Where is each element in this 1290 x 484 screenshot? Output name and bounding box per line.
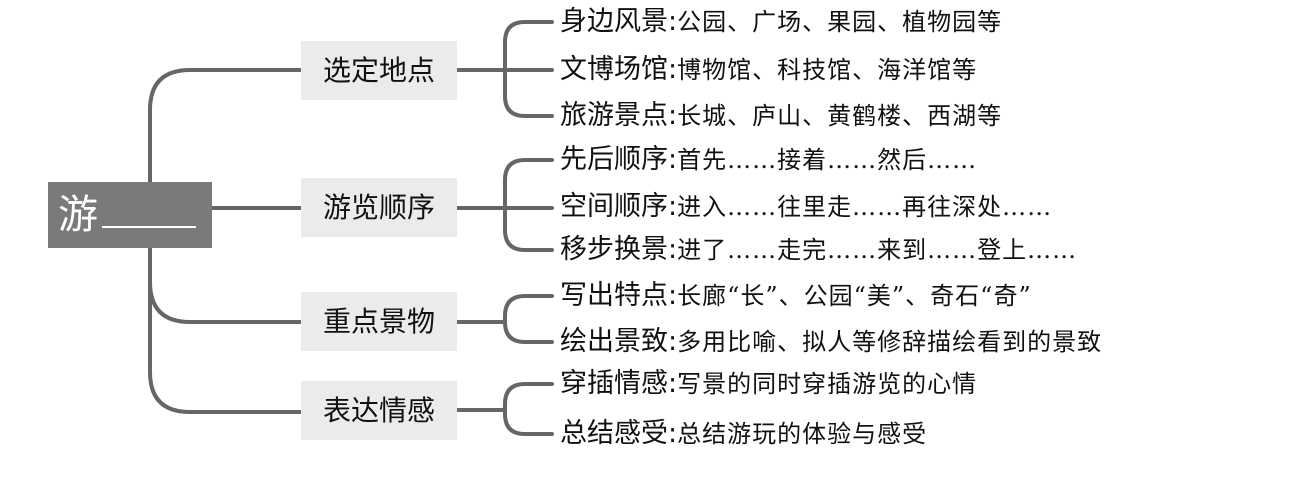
leaf-sequence-order: 先后顺序:首先……接着……然后……	[560, 144, 978, 175]
leaf-summarize-feelings: 总结感受:总结游玩的体验与感受	[560, 418, 928, 449]
leaf-desc: 进了……走完……来到……登上……	[677, 236, 1078, 264]
leaf-desc: 公园、广场、果园、植物园等	[677, 8, 1003, 36]
leaf-write-features: 写出特点:长廊“长”、公园“美”、奇石“奇”	[560, 280, 1032, 311]
leaf-label: 写出特点	[560, 280, 668, 311]
leaf-label: 穿插情感	[560, 368, 668, 399]
leaf-desc: 长廊“长”、公园“美”、奇石“奇”	[677, 282, 1032, 310]
leaf-desc: 多用比喻、拟人等修辞描绘看到的景致	[677, 328, 1103, 356]
root-label: 游	[58, 192, 98, 238]
leaf-desc: 首先……接着……然后……	[677, 146, 978, 174]
root-node: 游	[48, 182, 212, 248]
leaf-label: 绘出景致	[560, 326, 668, 357]
branch-express-feelings: 表达情感	[301, 381, 457, 440]
leaf-desc: 写景的同时穿插游览的心情	[677, 370, 978, 398]
leaf-moving-view: 移步换景:进了……走完……来到……登上……	[560, 234, 1078, 265]
leaf-label: 旅游景点	[560, 100, 668, 131]
branch-select-location: 选定地点	[301, 41, 457, 100]
leaf-label: 先后顺序	[560, 144, 668, 175]
leaf-desc: 进入……往里走……再往深处……	[677, 193, 1053, 221]
root-blank-line	[102, 198, 196, 228]
leaf-desc: 长城、庐山、黄鹤楼、西湖等	[677, 102, 1003, 130]
leaf-insert-feelings: 穿插情感:写景的同时穿插游览的心情	[560, 368, 978, 399]
leaf-nearby-scenery: 身边风景:公园、广场、果园、植物园等	[560, 6, 1003, 37]
leaf-label: 身边风景	[560, 6, 668, 37]
leaf-spatial-order: 空间顺序:进入……往里走……再往深处……	[560, 191, 1053, 222]
leaf-label: 移步换景	[560, 234, 668, 265]
branch-tour-order: 游览顺序	[301, 178, 457, 237]
leaf-depict-scenery: 绘出景致:多用比喻、拟人等修辞描绘看到的景致	[560, 326, 1103, 357]
leaf-label: 文博场馆	[560, 54, 668, 85]
leaf-museums: 文博场馆:博物馆、科技馆、海洋馆等	[560, 54, 978, 85]
leaf-desc: 博物馆、科技馆、海洋馆等	[677, 56, 978, 84]
leaf-desc: 总结游玩的体验与感受	[677, 420, 928, 448]
leaf-label: 总结感受	[560, 418, 668, 449]
leaf-label: 空间顺序	[560, 191, 668, 222]
branch-key-scenery: 重点景物	[301, 292, 457, 351]
leaf-tourist-spots: 旅游景点:长城、庐山、黄鹤楼、西湖等	[560, 100, 1003, 131]
